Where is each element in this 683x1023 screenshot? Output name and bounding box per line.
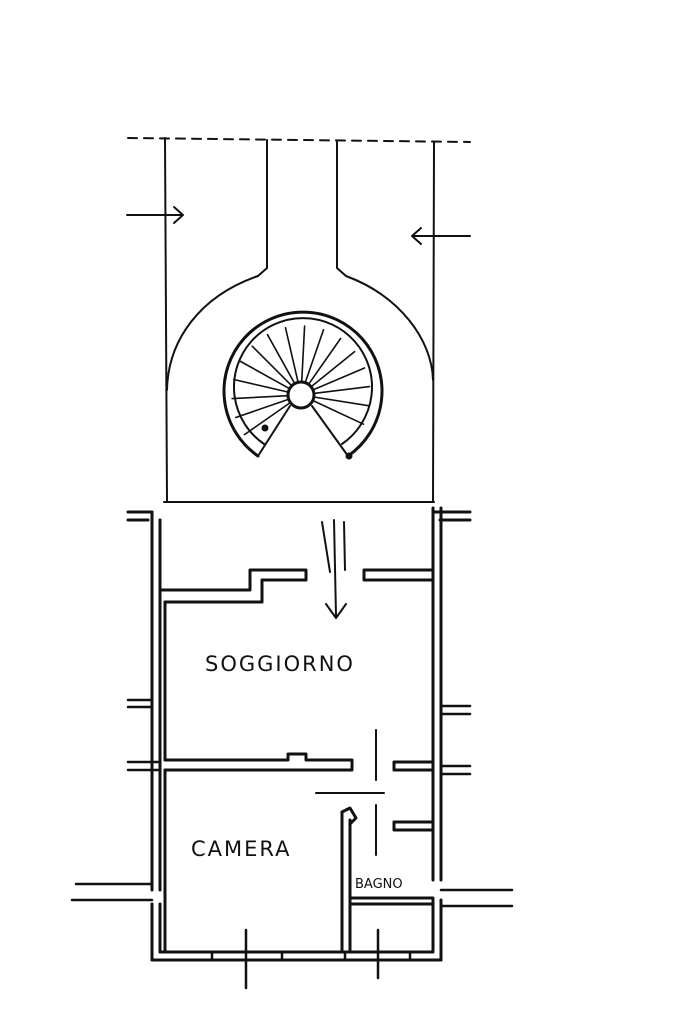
window-marks [70,698,514,990]
stair-tread [311,399,365,426]
room-label-soggiorno: SOGGIORNO [205,652,355,676]
funnel-right-wall [336,141,434,381]
exterior-walls [126,506,472,962]
upper-courtyard [127,137,471,503]
stair-tread [251,345,293,387]
stair-tread [304,328,325,384]
stair-tread [313,385,371,395]
stair-tread [312,367,366,391]
funnel-left-wall [166,139,268,391]
stair-tread [310,350,356,388]
door-marks [315,729,385,856]
stair-tread [233,378,290,393]
stair-tread [231,394,289,400]
stair-tread [266,333,296,385]
stair-tread [239,360,291,390]
room-label-bagno: BAGNO [355,877,403,892]
stair-tread [307,337,342,386]
stair-tread [312,396,371,407]
entrance-arrow-icon [321,519,347,619]
room-label-camera: CAMERA [191,837,292,861]
stair-tread [300,325,306,383]
interior-walls [163,752,435,954]
stair-tread [284,326,299,384]
courtyard-right-edge [432,141,435,503]
stair-tread [243,401,292,436]
arrow-right-icon [126,206,184,224]
spiral-staircase-icon [222,310,384,460]
arrow-left-icon [411,227,471,245]
stair-tread [235,398,290,419]
boundary-dashed-line [127,137,471,143]
courtyard-left-edge [164,137,168,503]
entry-wall [158,518,435,762]
